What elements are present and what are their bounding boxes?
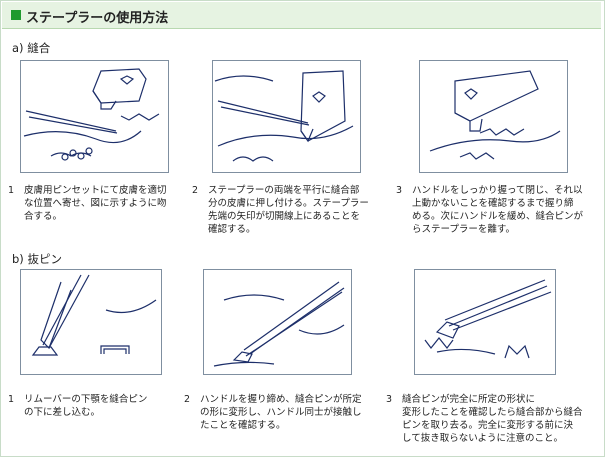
step-line: 縫合ピンが完全に所定の形状に	[402, 394, 536, 405]
step-a2: 2 ステープラーの両端を平行に縫合部 分の皮膚に押し付ける。ステープラー 先端の…	[192, 184, 392, 240]
page-title: ステープラーの使用方法	[26, 11, 169, 26]
step-line: の下に差し込む。	[24, 407, 101, 418]
step-b2: 2 ハンドルを握り締め、縫合ピンが所定 の形に変形し、ハンドル同士が接触し たこ…	[184, 393, 384, 437]
staple-removal-illustration	[424, 279, 552, 359]
step-number: 2	[184, 394, 191, 405]
step-line: 先端の矢印が切開線上にあることを	[208, 211, 361, 222]
step-line: ハンドルをしっかり握って閉じ、それ以	[412, 185, 583, 196]
green-square-icon	[11, 10, 21, 20]
step-line: して抜き取らないように注意のこと。	[402, 433, 564, 444]
remover-insertion-illustration	[31, 274, 157, 356]
step-line: ハンドルを握り締め、縫合ピンが所定	[200, 394, 362, 405]
step-line: 皮膚用ピンセットにて皮膚を適切	[24, 185, 167, 196]
step-a1: 1 皮膚用ピンセットにて皮膚を適切 な位置へ寄せ、図に示すように吻 合する。	[8, 184, 188, 240]
step-line: らステープラーを離す。	[412, 224, 515, 235]
step-line: な位置へ寄せ、図に示すように吻	[24, 198, 167, 209]
illustration-a2	[212, 60, 361, 173]
step-line: 合する。	[24, 211, 63, 222]
step-line: 分の皮膚に押し付ける。ステープラー	[208, 198, 369, 209]
illustration-b1	[20, 269, 162, 375]
page-header: ステープラーの使用方法	[2, 2, 601, 29]
step-line: ピンを取り去る。完全に変形する前に決	[402, 420, 574, 431]
step-number: 1	[8, 185, 15, 196]
step-b3: 3 縫合ピンが完全に所定の形状に 変形したことを確認したら縫合部から縫合 ピンを…	[386, 393, 602, 449]
step-line: リムーバーの下顎を縫合ピン	[24, 394, 148, 405]
illustration-b3	[414, 269, 556, 375]
step-number: 3	[396, 185, 403, 196]
stapler-closing-illustration	[429, 70, 561, 160]
stapler-placement-illustration	[214, 70, 354, 162]
step-line: たことを確認する。	[200, 420, 286, 431]
step-number: 3	[386, 394, 393, 405]
section-b-label: b) 抜ピン	[12, 252, 62, 266]
section-a-label: a) 縫合	[12, 41, 51, 55]
forceps-skin-eversion-illustration	[23, 68, 160, 161]
illustration-a3	[419, 60, 568, 173]
illustration-b2	[203, 269, 352, 375]
step-line: ステープラーの両端を平行に縫合部	[208, 185, 360, 196]
step-line: の形に変形し、ハンドル同士が接触し	[200, 407, 362, 418]
step-number: 1	[8, 394, 15, 405]
step-line: 変形したことを確認したら縫合部から縫合	[402, 407, 583, 418]
step-a3: 3 ハンドルをしっかり握って閉じ、それ以 上動かないことを確認するまで握り締 め…	[396, 184, 601, 240]
illustration-a1	[20, 60, 169, 173]
remover-squeezing-illustration	[213, 281, 345, 367]
step-line: 上動かないことを確認するまで握り締	[412, 198, 574, 209]
step-line: 確認する。	[208, 224, 256, 235]
step-number: 2	[192, 185, 199, 196]
step-line: める。次にハンドルを緩め、縫合ピンが	[412, 211, 584, 222]
step-b1: 1 リムーバーの下顎を縫合ピン の下に差し込む。	[8, 393, 188, 433]
